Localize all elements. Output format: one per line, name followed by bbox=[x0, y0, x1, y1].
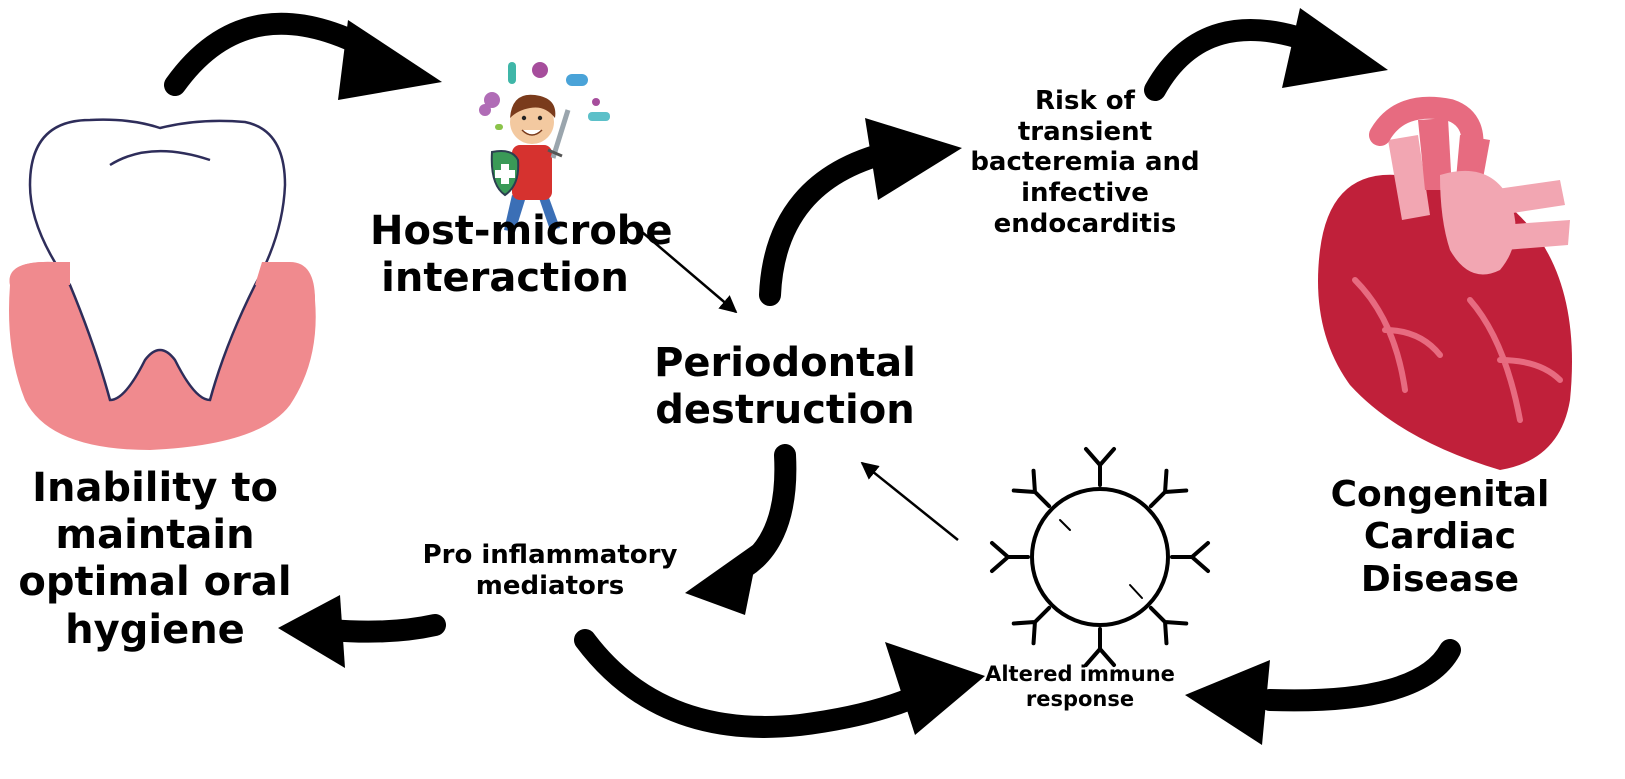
arrow-mediators-to-immune bbox=[574, 629, 985, 738]
arrow-mediators-to-oral-hygiene bbox=[278, 595, 446, 668]
label-host-microbe: Host-microbe interaction bbox=[370, 208, 673, 302]
label-periodontal-destruction: Periodontal destruction bbox=[654, 340, 916, 434]
label-pro-inflammatory: Pro inflammatory mediators bbox=[422, 540, 678, 601]
heart-icon bbox=[1318, 96, 1572, 471]
boy-fighting-microbes-icon bbox=[479, 62, 610, 232]
label-congenital-cardiac: Congenital Cardiac Disease bbox=[1330, 474, 1550, 600]
arrow-immune-to-periodontal bbox=[860, 461, 959, 541]
arrow-periodontal-to-mediators bbox=[685, 444, 797, 615]
arrow-heart-to-immune bbox=[1185, 639, 1461, 745]
label-altered-immune: Altered immune response bbox=[985, 662, 1175, 711]
label-oral-hygiene: Inability to maintain optimal oral hygie… bbox=[18, 465, 292, 653]
tooth-gum-icon bbox=[9, 118, 316, 450]
antibody-ring-icon bbox=[990, 447, 1210, 667]
arrow-tooth-to-host bbox=[164, 12, 442, 100]
arrow-host-to-periodontal bbox=[641, 231, 738, 314]
arrow-bacteremia-to-heart bbox=[1144, 8, 1388, 101]
label-bacteremia: Risk of transient bacteremia and infecti… bbox=[970, 86, 1200, 239]
arrow-periodontal-to-bacteremia bbox=[759, 118, 962, 306]
